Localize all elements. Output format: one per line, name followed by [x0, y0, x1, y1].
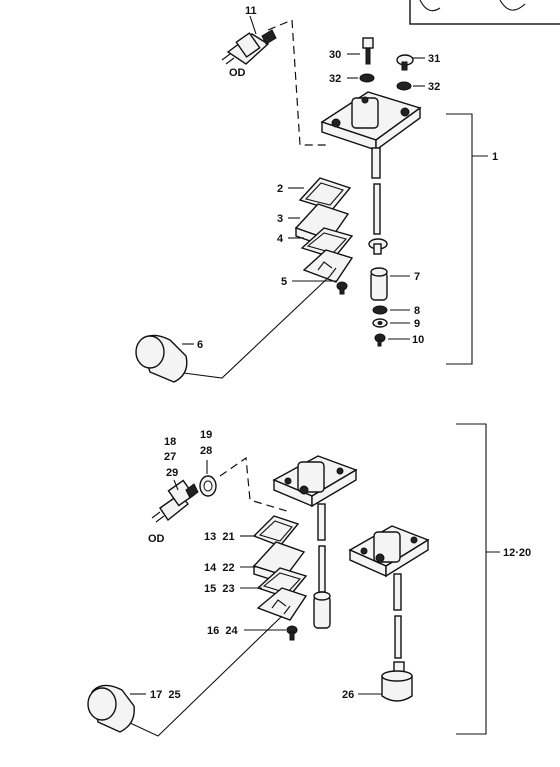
label-32-left: 32 [329, 73, 341, 85]
washer-part-32-right [396, 81, 412, 91]
label-3: 3 [277, 213, 283, 225]
float-arm-bracket-bottom [256, 587, 308, 621]
float-arm-bracket-top [302, 249, 354, 283]
screw-part-5 [336, 281, 348, 295]
bolt-part-30 [362, 37, 374, 65]
leader-lines-top [182, 15, 425, 345]
label-od-bottom: OD [148, 533, 165, 545]
sender-plate-bottom-right [348, 525, 430, 578]
gasket-part-2 [298, 177, 352, 211]
label-16-24: 16 24 [207, 625, 238, 637]
guide-rod-top [368, 147, 388, 255]
slider-part-7 [370, 267, 388, 301]
wire-dashed-top [267, 19, 330, 146]
label-14-22: 14 22 [204, 562, 235, 574]
float-part-17-25 [87, 684, 135, 733]
label-11: 11 [245, 5, 257, 17]
label-6: 6 [197, 339, 203, 351]
screw-part-10 [374, 333, 386, 347]
sender-unit-part-26 [381, 661, 413, 702]
cropped-title-box [409, 0, 560, 25]
label-17-25: 17 25 [150, 689, 181, 701]
label-od-top: OD [229, 67, 246, 79]
label-4: 4 [277, 233, 284, 245]
label-30: 30 [329, 49, 341, 61]
label-1: 1 [492, 151, 498, 163]
connector-part-18-27-29 [151, 479, 199, 523]
screw-part-31 [396, 54, 414, 71]
screw-part-16-24 [286, 625, 298, 641]
guide-rod-bottom-right [393, 573, 402, 659]
label-5: 5 [281, 276, 287, 288]
sender-plate-bottom-left [272, 455, 358, 508]
label-7: 7 [414, 271, 420, 283]
label-29: 29 [166, 467, 178, 479]
label-31: 31 [428, 53, 440, 65]
ring-part-9 [372, 318, 388, 328]
leader-lines-bottom [130, 460, 382, 695]
wire-dashed-bottom [219, 456, 291, 513]
float-arm-bottom [127, 615, 283, 737]
label-27: 27 [164, 451, 176, 463]
label-8: 8 [414, 305, 420, 317]
label-13-21: 13 21 [204, 531, 235, 543]
label-32-right: 32 [428, 81, 440, 93]
label-28: 28 [200, 445, 212, 457]
label-2: 2 [277, 183, 283, 195]
label-9: 9 [414, 318, 420, 330]
ring-part-8 [372, 305, 388, 315]
label-15-23: 15 23 [204, 583, 235, 595]
label-12-20: 12·20 [503, 547, 531, 559]
bracket-group-12-20 [456, 423, 500, 735]
label-10: 10 [412, 334, 424, 346]
label-19: 19 [200, 429, 212, 441]
float-arm-top [175, 275, 331, 379]
bracket-group-1 [446, 113, 488, 365]
sender-plate-top [320, 91, 422, 152]
label-18: 18 [164, 436, 176, 448]
washer-part-32-left [359, 73, 375, 83]
label-26: 26 [342, 689, 354, 701]
washer-part-19-28 [199, 475, 217, 497]
connector-part-11 [221, 29, 277, 65]
guide-rod-bottom-left [313, 503, 331, 629]
gasket-part-13-21 [252, 515, 300, 547]
float-part-6 [135, 334, 188, 383]
